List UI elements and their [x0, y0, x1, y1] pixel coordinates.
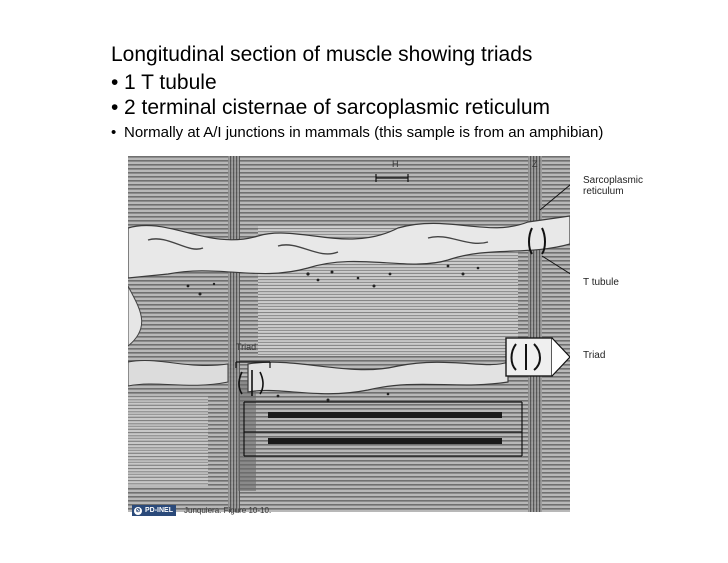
- label-t-tubule: T tubule: [583, 277, 619, 288]
- license-badge-text: PD-INEL: [145, 507, 173, 514]
- bullet-text: 2 terminal cisternae of sarcoplasmic ret…: [124, 96, 550, 119]
- bullet-marker: •: [111, 124, 117, 141]
- label-h-band: H: [392, 159, 399, 169]
- bullet-marker: •: [111, 96, 119, 119]
- public-domain-icon: ⊘: [134, 506, 142, 515]
- credit-text: Junquiera. Figure 10-10.: [184, 506, 272, 515]
- bullet-item: •1 T tubule: [111, 70, 603, 95]
- label-triad-inner: Triad: [236, 342, 257, 352]
- figure-credit: ⊘ PD-INEL Junquiera. Figure 10-10.: [132, 504, 271, 517]
- label-sarcoplasmic-reticulum: Sarcoplasmic reticulum: [583, 175, 643, 197]
- bullet-text: Normally at A/I junctions in mammals (th…: [124, 124, 604, 141]
- slide-title: Longitudinal section of muscle showing t…: [111, 43, 533, 66]
- bullet-list: •1 T tubule •2 terminal cisternae of sar…: [111, 70, 603, 143]
- micrograph-image: [128, 156, 570, 512]
- micrograph-figure: Sarcoplasmic reticulum T tubule Triad Tr…: [128, 156, 643, 516]
- label-sr-line2: reticulum: [583, 186, 624, 197]
- bullet-item: •2 terminal cisternae of sarcoplasmic re…: [111, 95, 603, 120]
- label-triad-right: Triad: [583, 350, 606, 361]
- bullet-item: • Normally at A/I junctions in mammals (t…: [111, 123, 603, 143]
- license-badge: ⊘ PD-INEL: [132, 505, 176, 516]
- label-sr-line1: Sarcoplasmic: [583, 175, 644, 186]
- label-z-line: Z: [532, 159, 538, 169]
- bullet-text: 1 T tubule: [124, 71, 217, 94]
- bullet-marker: •: [111, 71, 119, 94]
